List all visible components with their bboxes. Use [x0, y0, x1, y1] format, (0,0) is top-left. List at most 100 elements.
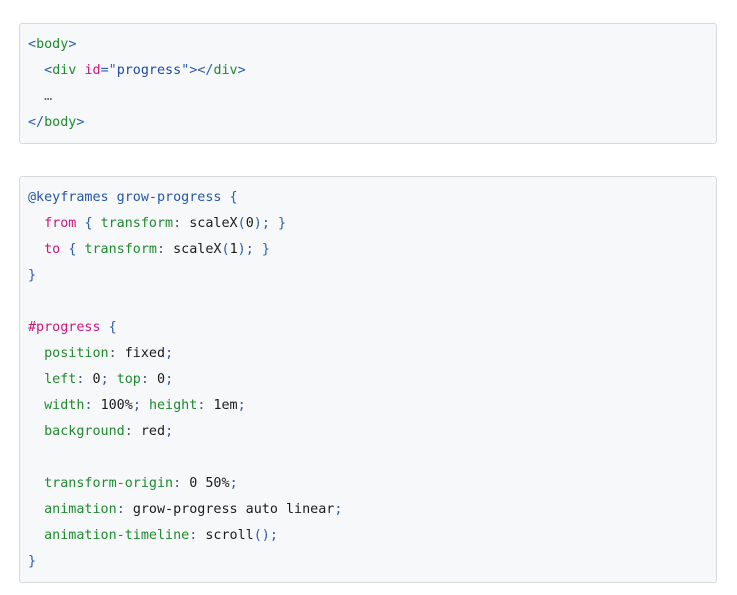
- code-token-plain: [28, 398, 44, 413]
- code-token-plain: [28, 242, 44, 257]
- code-token-punct: ): [237, 242, 246, 257]
- code-token-colon: :: [197, 398, 206, 413]
- code-token-punct: ): [253, 216, 262, 231]
- code-token-plain: [28, 89, 44, 104]
- code-token-plain: [141, 398, 149, 413]
- code-token-attr: id: [84, 63, 101, 78]
- code-line: position: fixed;: [28, 341, 708, 367]
- code-token-plain: [28, 63, 44, 78]
- code-token-plain: [28, 216, 44, 231]
- code-line: }: [28, 549, 708, 575]
- code-line: </body>: [28, 110, 708, 136]
- code-token-colon: :: [124, 424, 133, 439]
- code-token-value: 0: [92, 372, 101, 387]
- code-token-prop: width: [44, 398, 85, 413]
- code-token-plain: [165, 242, 173, 257]
- code-token-tag: body: [44, 115, 77, 130]
- code-token-str: progress: [116, 63, 182, 78]
- code-token-plain: [28, 502, 44, 517]
- code-line: @keyframes grow-progress {: [28, 185, 708, 211]
- code-token-punct: ;: [165, 372, 174, 387]
- code-token-punct: </: [28, 115, 45, 130]
- code-token-value: grow-progress auto linear: [132, 502, 335, 517]
- code-token-punct: =": [100, 63, 117, 78]
- code-line: left: 0; top: 0;: [28, 367, 708, 393]
- code-token-selector: to: [44, 242, 61, 257]
- code-line: [28, 445, 708, 471]
- code-token-prop: animation-timeline: [44, 528, 190, 543]
- code-line: background: red;: [28, 419, 708, 445]
- code-token-punct: ">: [181, 63, 198, 78]
- code-token-punct: ;: [165, 424, 174, 439]
- code-token-value: 1: [229, 242, 238, 257]
- code-token-prop: background: [44, 424, 125, 439]
- code-token-punct: </: [197, 63, 214, 78]
- code-line: [28, 289, 708, 315]
- code-token-value: fixed: [124, 346, 166, 361]
- code-token-prop: position: [44, 346, 109, 361]
- code-token-punct: }: [261, 242, 270, 257]
- code-token-punct: >: [237, 63, 246, 78]
- code-token-plain: [221, 190, 229, 205]
- code-token-atrule: @keyframes grow-progress: [28, 190, 222, 205]
- code-token-ellipsis: …: [44, 89, 53, 104]
- code-token-punct: }: [28, 268, 37, 283]
- code-token-plain: [84, 372, 92, 387]
- code-token-punct: <: [28, 37, 37, 52]
- code-token-punct: {: [108, 320, 117, 335]
- code-token-punct: }: [28, 554, 37, 569]
- code-token-value: scroll: [205, 528, 254, 543]
- code-token-colon: :: [84, 398, 93, 413]
- code-line: width: 100%; height: 1em;: [28, 393, 708, 419]
- code-line: transform-origin: 0 50%;: [28, 471, 708, 497]
- code-token-plain: [28, 476, 44, 491]
- code-token-colon: :: [108, 346, 117, 361]
- code-token-punct: (: [221, 242, 230, 257]
- code-token-value: 100%: [100, 398, 133, 413]
- code-line: #progress {: [28, 315, 708, 341]
- code-line: to { transform: scaleX(1); }: [28, 237, 708, 263]
- code-token-punct: ;: [237, 398, 246, 413]
- code-block-html: <body> <div id="progress"></div> …</body…: [19, 23, 717, 144]
- code-token-prop: top: [116, 372, 141, 387]
- code-token-prop: transform-origin: [44, 476, 174, 491]
- code-token-punct: >: [76, 115, 85, 130]
- code-line: …: [28, 84, 708, 110]
- code-token-punct: ;: [269, 528, 278, 543]
- code-token-punct: {: [84, 216, 93, 231]
- code-token-prop: left: [44, 372, 77, 387]
- code-token-punct: ;: [261, 216, 270, 231]
- code-token-plain: [101, 320, 109, 335]
- code-token-punct: }: [277, 216, 286, 231]
- code-token-tag: div: [213, 63, 238, 78]
- code-token-value: 0 50%: [189, 476, 230, 491]
- code-token-plain: [109, 372, 117, 387]
- code-token-prop: height: [148, 398, 198, 413]
- code-token-punct: <: [44, 63, 53, 78]
- code-token-selector: #progress: [28, 320, 101, 335]
- code-token-value: red: [140, 424, 166, 439]
- code-block-css: @keyframes grow-progress { from { transf…: [19, 176, 717, 583]
- code-token-punct: (: [237, 216, 246, 231]
- code-token-colon: :: [157, 242, 166, 257]
- code-token-plain: [93, 398, 101, 413]
- code-token-tag: div: [52, 63, 77, 78]
- code-token-punct: ;: [132, 398, 141, 413]
- code-line: animation: grow-progress auto linear;: [28, 497, 708, 523]
- code-token-plain: [28, 528, 44, 543]
- code-token-punct: ;: [229, 476, 238, 491]
- code-token-punct: {: [229, 190, 238, 205]
- code-token-punct: (): [253, 528, 270, 543]
- code-token-punct: ;: [165, 346, 174, 361]
- code-token-colon: :: [173, 476, 182, 491]
- code-lines: @keyframes grow-progress { from { transf…: [28, 185, 708, 575]
- code-line: from { transform: scaleX(0); }: [28, 211, 708, 237]
- code-token-tag: body: [36, 37, 69, 52]
- code-token-punct: ;: [100, 372, 109, 387]
- code-token-plain: [28, 372, 44, 387]
- code-token-prop: transform: [100, 216, 174, 231]
- code-token-selector: from: [44, 216, 77, 231]
- code-token-value: scaleX: [189, 216, 238, 231]
- code-token-punct: ;: [245, 242, 254, 257]
- code-token-value: 0: [157, 372, 166, 387]
